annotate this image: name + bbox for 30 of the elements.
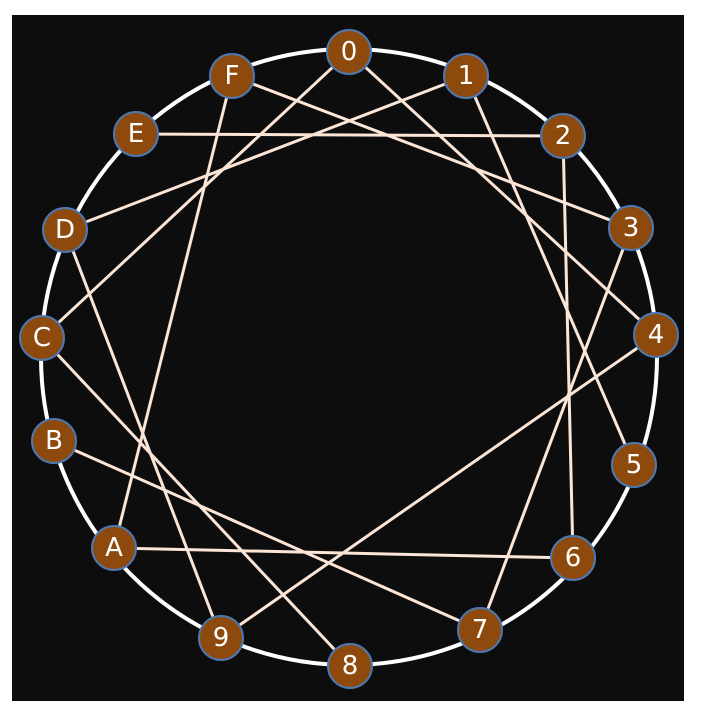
connector-line <box>118 98 228 526</box>
node-label: 5 <box>626 452 642 478</box>
connector-line <box>159 132 540 138</box>
node-label: C <box>32 325 52 351</box>
connector-line <box>486 249 624 609</box>
connector-line <box>58 66 334 324</box>
connector-line <box>252 82 610 222</box>
connector-line <box>72 250 214 618</box>
connector-line <box>239 346 638 626</box>
connector-line <box>56 354 336 650</box>
node-label: 9 <box>212 625 230 651</box>
node-label: E <box>128 121 144 147</box>
node-label: 2 <box>554 123 572 149</box>
node-label: 7 <box>472 617 488 643</box>
node-label: B <box>45 428 63 454</box>
connector-line <box>136 547 550 559</box>
node-label: 8 <box>342 653 358 679</box>
node-label: 4 <box>648 322 664 348</box>
connector-line <box>74 448 460 622</box>
connector-line <box>474 96 626 444</box>
node-label: 3 <box>622 215 640 241</box>
node-label: 1 <box>458 63 474 89</box>
connector-line <box>562 158 574 536</box>
node-label: 6 <box>564 545 582 571</box>
node-label: F <box>224 63 240 89</box>
connector-line <box>364 66 640 321</box>
node-label: A <box>105 535 123 561</box>
node-label: 0 <box>340 39 358 65</box>
node-label: D <box>54 217 76 243</box>
connector-line <box>86 82 446 224</box>
